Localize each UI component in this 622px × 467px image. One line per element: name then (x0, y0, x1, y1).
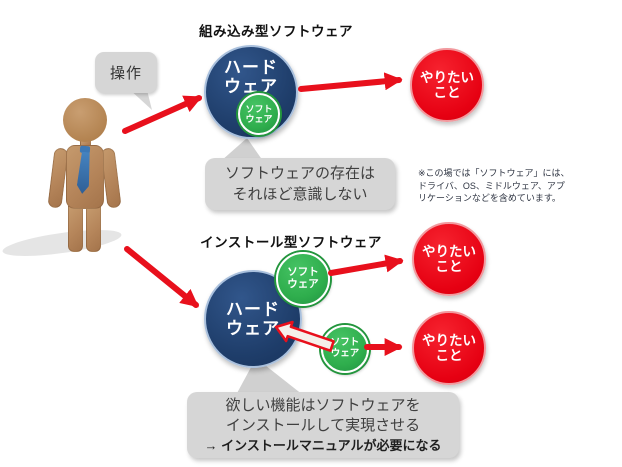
hardware-label-line2: ウェア (226, 319, 280, 338)
user-figure (44, 98, 122, 252)
installed-callout-line2: インストールして実現させる (225, 416, 421, 434)
software-label-line2: ウェア (245, 114, 273, 124)
embedded-callout: ソフトウェアの存在は それほど意識しない (205, 158, 395, 210)
goal-circle-embedded: やりたい こと (410, 48, 484, 122)
software-definition-note: ※この場では「ソフトウェア」には、 ドライバ、OS、ミドルウェア、アプ リケーシ… (418, 167, 580, 205)
hardware-label-line1: ハード (226, 299, 280, 319)
hardware-label-line1: ハード (224, 58, 278, 77)
software-circle-embedded: ソフト ウェア (238, 93, 280, 135)
hardware-label-line2: ウェア (224, 77, 278, 97)
embedded-section-title: 組み込み型ソフトウェア (199, 24, 353, 39)
operation-label: 操作 (109, 65, 142, 82)
software-label-line1: ソフト (330, 337, 360, 349)
software-label-line1: ソフト (245, 103, 273, 114)
software-label-line2: ウェア (330, 348, 360, 359)
goal-label-line2: こと (435, 259, 463, 274)
operation-bubble: 操作 (95, 52, 157, 93)
installed-section-title: インストール型ソフトウェア (200, 235, 382, 250)
arrow-software1-to-goal1 (328, 254, 404, 276)
note-line2: ドライバ、OS、ミドルウェア、アプ (418, 180, 565, 191)
software-label-line1: ソフト (287, 266, 319, 279)
embedded-callout-line1: ソフトウェアの存在は (224, 165, 375, 182)
figure-right-leg (86, 206, 101, 252)
software-circle-installed-2: ソフト ウェア (321, 325, 369, 373)
figure-head (63, 98, 107, 142)
goal-label-line2: こと (435, 348, 463, 363)
embedded-callout-line2: それほど意識しない (232, 186, 368, 203)
goal-label-line1: やりたい (420, 69, 474, 85)
goal-label-line1: やりたい (422, 243, 476, 259)
software-circle-installed-1: ソフト ウェア (276, 252, 330, 306)
goal-circle-installed-2: やりたい こと (412, 311, 486, 385)
goal-label-line2: こと (433, 85, 461, 100)
arrow-hardware-to-goal-embedded (298, 72, 403, 92)
note-line1: ※この場では「ソフトウェア」には、 (418, 168, 570, 178)
note-line3: リケーションなどを含めています。 (418, 193, 561, 203)
software-label-line2: ウェア (287, 278, 319, 290)
arrow-operation-to-hardware-installed (124, 246, 199, 308)
figure-left-leg (68, 206, 83, 252)
installed-callout: 欲しい機能はソフトウェアを インストールして実現させる → インストールマニュア… (187, 392, 459, 458)
goal-label-line1: やりたい (422, 332, 476, 348)
arrow-operation-to-hardware-embedded (122, 95, 203, 134)
installed-callout-line3: → インストールマニュアルが必要になる (204, 437, 442, 453)
goal-circle-installed-1: やりたい こと (412, 222, 486, 296)
installed-callout-line1: 欲しい機能はソフトウェアを (225, 396, 421, 414)
